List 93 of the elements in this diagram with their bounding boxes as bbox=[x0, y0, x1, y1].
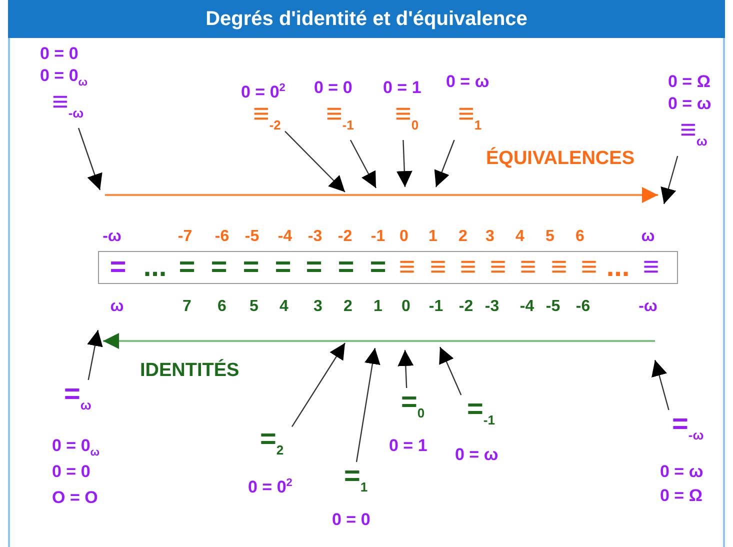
identity-symbol: = bbox=[242, 253, 260, 281]
arrow bbox=[284, 130, 346, 192]
number-label: 1 bbox=[428, 228, 438, 246]
relation-symbol: =$_{2}$ bbox=[260, 425, 284, 460]
equation-text: 0 = ω bbox=[455, 445, 498, 465]
number-label: 2 bbox=[458, 228, 468, 246]
number-label: 0 bbox=[400, 228, 408, 246]
arrow bbox=[292, 342, 346, 428]
ellipsis: ... bbox=[606, 253, 630, 281]
symbol-strip bbox=[98, 251, 678, 284]
number-label: -ω bbox=[638, 298, 658, 316]
ellipsis: ... bbox=[143, 253, 167, 281]
equation-text: 0 = 0 bbox=[40, 44, 78, 64]
arrow bbox=[78, 128, 102, 190]
equation-text: 0 = 0$^{2}$ bbox=[241, 81, 286, 103]
identity-symbol: = bbox=[338, 253, 354, 281]
equation-text: 0 = 1 bbox=[383, 78, 422, 98]
number-label: 2 bbox=[344, 298, 352, 316]
equivalence-symbol: ≡ bbox=[550, 253, 568, 281]
equivalence-symbol: ≡ bbox=[642, 253, 660, 281]
equation-text: O = O bbox=[52, 488, 98, 508]
number-label: -3 bbox=[308, 228, 322, 246]
number-label: 0 bbox=[402, 298, 410, 316]
equivalence-symbol: ≡ bbox=[520, 253, 536, 281]
equation-text: 0 = 1 bbox=[389, 436, 428, 456]
equivalence-symbol: ≡ bbox=[398, 253, 416, 281]
number-label: 6 bbox=[576, 228, 584, 246]
number-label: -3 bbox=[484, 298, 500, 316]
relation-symbol: =$_{0}$ bbox=[401, 388, 425, 423]
number-label: -1 bbox=[428, 298, 444, 316]
relation-symbol: ≡$_{-2}$ bbox=[253, 100, 281, 135]
relation-symbol: ≡$_{ω}$ bbox=[680, 116, 708, 151]
arrow bbox=[434, 140, 455, 188]
arrow bbox=[396, 140, 412, 188]
equation-text: 0 = 0 bbox=[332, 510, 370, 530]
relation-symbol: =$_{1}$ bbox=[344, 462, 368, 497]
number-label: 1 bbox=[374, 298, 382, 316]
identity-symbol: = bbox=[110, 253, 126, 281]
equation-text: 0 = ω bbox=[446, 72, 490, 92]
number-label: 4 bbox=[516, 228, 524, 246]
equation-text: 0 = 0 bbox=[314, 78, 352, 98]
number-label: 5 bbox=[546, 228, 554, 246]
number-label: -1 bbox=[370, 228, 386, 246]
relation-symbol: ≡$_{-1}$ bbox=[326, 100, 354, 135]
number-label: -ω bbox=[102, 228, 122, 246]
number-label: 5 bbox=[250, 298, 258, 316]
number-label: ω bbox=[641, 228, 655, 246]
number-label: -4 bbox=[520, 298, 534, 316]
arrow bbox=[398, 350, 414, 388]
arrow bbox=[439, 346, 462, 396]
relation-symbol: ≡$_{1}$ bbox=[458, 100, 482, 135]
equivalence-symbol: ≡ bbox=[580, 253, 598, 281]
number-label: 4 bbox=[280, 298, 288, 316]
number-label: -5 bbox=[546, 298, 560, 316]
number-label: -2 bbox=[458, 298, 474, 316]
relation-symbol: =$_{-ω}$ bbox=[672, 410, 704, 445]
equation-text: 0 = 0 bbox=[52, 462, 90, 482]
equation-text: 0 = ω bbox=[660, 462, 704, 482]
number-label: -4 bbox=[278, 228, 292, 246]
arrow bbox=[660, 156, 678, 204]
identity-symbol: = bbox=[274, 253, 292, 281]
number-label: -6 bbox=[576, 298, 590, 316]
equation-text: 0 = 0$_{ω}$ bbox=[40, 66, 88, 90]
relation-symbol: =$_{-1}$ bbox=[467, 395, 495, 430]
identity-symbol: = bbox=[370, 253, 386, 281]
equivalence-symbol: ≡ bbox=[460, 253, 476, 281]
number-label: -7 bbox=[178, 228, 192, 246]
equation-text: 0 = Ω bbox=[660, 486, 702, 506]
identity-symbol: = bbox=[210, 253, 228, 281]
number-label: -2 bbox=[338, 228, 352, 246]
arrow bbox=[87, 330, 103, 380]
equivalence-symbol: ≡ bbox=[430, 253, 446, 281]
equation-text: 0 = 0$_{ω}$ bbox=[52, 436, 100, 460]
title-bar: Degrés d'identité et d'équivalence bbox=[8, 0, 725, 38]
number-label: ω bbox=[110, 298, 124, 316]
equation-text: 0 = Ω bbox=[668, 72, 710, 92]
relation-symbol: ≡$_{0}$ bbox=[395, 100, 419, 135]
identity-symbol: = bbox=[178, 253, 196, 281]
number-label: 6 bbox=[218, 298, 226, 316]
number-label: -6 bbox=[214, 228, 230, 246]
arrow bbox=[350, 140, 377, 188]
arrow bbox=[356, 348, 380, 462]
equation-text: 0 = 0$^{2}$ bbox=[248, 476, 292, 498]
relation-symbol: =$_{ω}$ bbox=[64, 380, 92, 415]
arrow bbox=[652, 360, 670, 410]
equivalence-symbol: ≡ bbox=[490, 253, 506, 281]
identity-symbol: = bbox=[306, 253, 322, 281]
number-label: 3 bbox=[314, 298, 322, 316]
number-label: -5 bbox=[244, 228, 260, 246]
number-label: 7 bbox=[182, 298, 192, 316]
number-label: 3 bbox=[486, 228, 494, 246]
relation-symbol: ≡$_{-ω}$ bbox=[52, 88, 84, 123]
equation-text: 0 = ω bbox=[668, 94, 712, 114]
